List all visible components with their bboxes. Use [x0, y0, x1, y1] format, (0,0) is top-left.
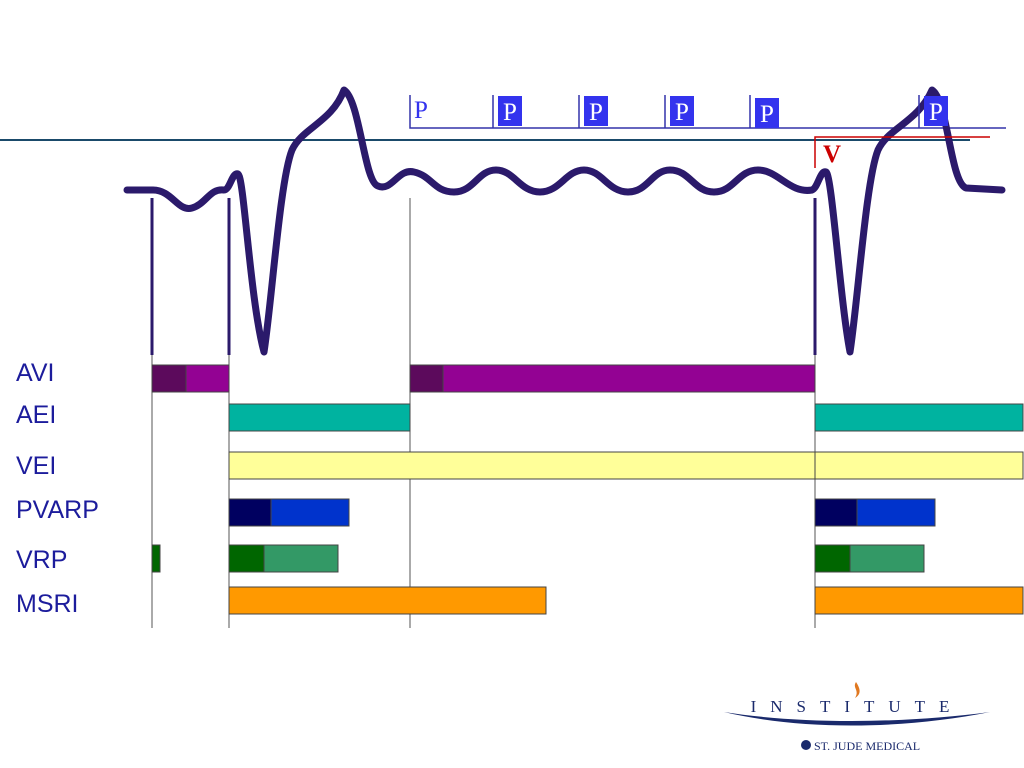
vei-bar	[814, 451, 1024, 480]
p-marker-paced: P	[492, 95, 522, 128]
v-marker-line	[814, 136, 990, 168]
row-label-vrp: VRP	[16, 546, 67, 574]
vrp-bar-dark	[814, 544, 851, 573]
v-marker: V	[823, 141, 841, 168]
logo-swoosh	[724, 712, 990, 726]
p-marker-paced: P	[664, 95, 694, 128]
p-marker-paced: P	[749, 95, 779, 128]
pvarp-bar-dark	[814, 498, 858, 527]
vrp-bar-dark	[151, 544, 161, 573]
pvarp-bar-dark	[228, 498, 272, 527]
row-label-msri: MSRI	[16, 590, 79, 618]
logo-company: ST. JUDE MEDICAL	[814, 739, 920, 753]
ecg-trace	[123, 86, 1006, 356]
row-label-aei: AEI	[16, 401, 56, 429]
vei-bar	[228, 451, 816, 480]
row-label-vei: VEI	[16, 452, 56, 480]
p-marker-label: P	[760, 101, 774, 128]
avi-bar-dark	[409, 364, 444, 393]
aei-bar	[814, 403, 1024, 432]
p-marker-paced: P	[578, 95, 608, 128]
flame-icon	[854, 682, 860, 698]
p-marker-label: P	[929, 99, 943, 126]
p-marker-label: P	[589, 99, 603, 126]
p-marker-label: P	[503, 99, 517, 126]
marker-channel-line	[409, 95, 1006, 129]
row-label-pvarp: PVARP	[16, 496, 99, 524]
logo-word: INSTITUTE	[751, 697, 964, 716]
msri-bar	[814, 586, 1024, 615]
avi-bar	[409, 364, 816, 393]
p-marker-sensed: P	[414, 97, 428, 124]
p-marker-label: P	[675, 99, 689, 126]
institute-logo: INSTITUTE ST. JUDE MEDICAL	[724, 682, 990, 753]
avi-bar-dark	[151, 364, 187, 393]
p-marker-paced: P	[918, 95, 948, 128]
vrp-bar-dark	[228, 544, 265, 573]
msri-bar	[228, 586, 547, 615]
row-label-avi: AVI	[16, 359, 54, 387]
aei-bar	[228, 403, 411, 432]
globe-icon	[801, 740, 811, 750]
